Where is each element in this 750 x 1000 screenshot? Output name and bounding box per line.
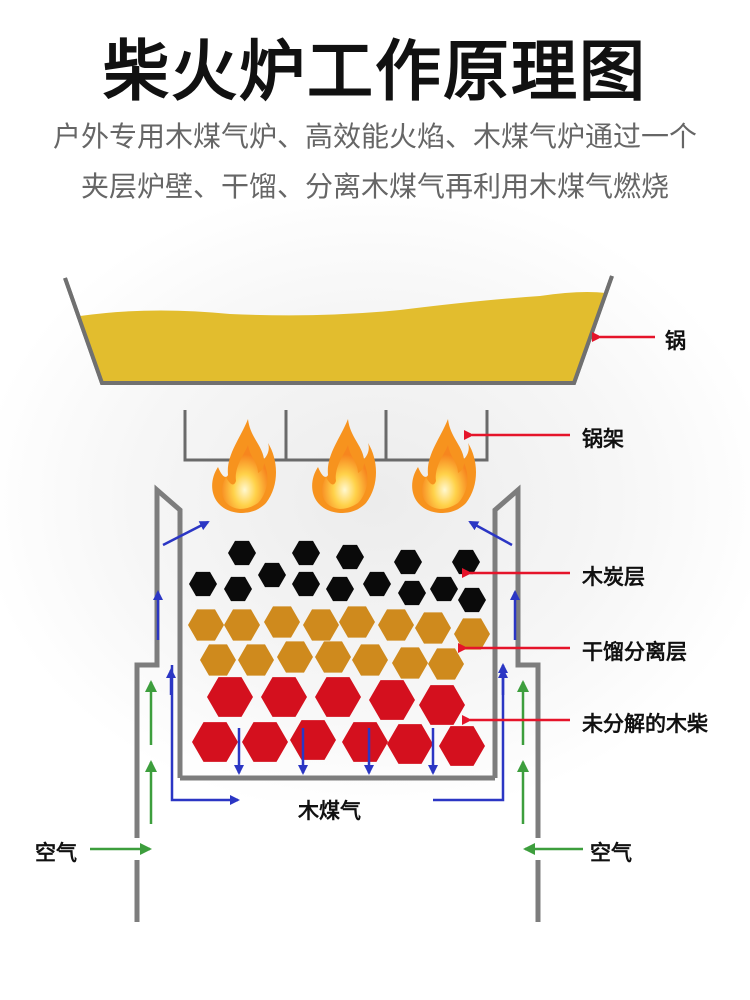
pot <box>63 275 614 385</box>
charcoal-piece <box>458 587 486 613</box>
label-pot-stand: 锅架 <box>582 427 624 451</box>
pyrolysis-piece <box>224 609 260 641</box>
charcoal-piece <box>394 549 422 575</box>
label-charcoal-layer: 木炭层 <box>582 565 645 589</box>
wood-gas-flow-arrows <box>153 520 520 805</box>
pyrolysis-piece <box>392 647 428 679</box>
pyrolysis-piece <box>339 606 375 638</box>
label-pyrolysis-layer: 干馏分离层 <box>582 640 687 664</box>
charcoal-piece <box>228 540 256 566</box>
label-air-left: 空气 <box>35 841 77 865</box>
raw-wood-piece <box>419 685 465 725</box>
gas-outlet-arrow-left <box>162 520 210 547</box>
label-raw-wood: 未分解的木柴 <box>582 712 708 736</box>
charcoal-piece <box>398 580 426 606</box>
raw-wood-piece <box>192 722 238 762</box>
charcoal-piece <box>452 549 480 575</box>
label-pot: 锅 <box>665 329 686 353</box>
pyrolysis-piece <box>188 609 224 641</box>
label-pointer-arrows <box>458 332 655 725</box>
raw-wood-piece <box>261 677 307 717</box>
air-flow-arrows <box>90 680 583 855</box>
raw-wood-piece <box>315 677 361 717</box>
pot-contents <box>80 292 606 381</box>
raw-wood-piece <box>242 722 288 762</box>
charcoal-piece <box>224 576 252 602</box>
pyrolysis-piece <box>238 644 274 676</box>
raw-wood-piece <box>439 726 485 766</box>
wood-gas-arrow-left <box>170 665 240 805</box>
raw-wood-piece <box>290 720 336 760</box>
charcoal-piece <box>363 571 391 597</box>
fuel-layers <box>188 540 490 766</box>
charcoal-piece <box>292 540 320 566</box>
charcoal-piece <box>326 576 354 602</box>
flame-icon <box>412 419 476 513</box>
gas-outlet-arrow-right <box>468 520 513 547</box>
pyrolysis-piece <box>454 618 490 650</box>
pyrolysis-piece <box>264 606 300 638</box>
flame-icon <box>212 419 276 513</box>
pyrolysis-piece <box>428 648 464 680</box>
wood-gas-arrow-right <box>433 663 508 802</box>
page-title: 柴火炉工作原理图 <box>103 33 647 110</box>
raw-wood-piece <box>342 722 388 762</box>
flames <box>212 419 476 513</box>
charcoal-piece <box>336 544 364 570</box>
charcoal-piece <box>430 576 458 602</box>
pyrolysis-piece <box>352 644 388 676</box>
pyrolysis-piece <box>303 609 339 641</box>
pyrolysis-piece <box>315 641 351 673</box>
pyrolysis-piece <box>415 612 451 644</box>
raw-wood-piece <box>207 677 253 717</box>
subtitle-line-2: 夹层炉壁、干馏、分离木煤气再利用木煤气燃烧 <box>80 170 669 203</box>
subtitle-line-1: 户外专用木煤气炉、高效能火焰、木煤气炉通过一个 <box>52 120 697 153</box>
label-wood-gas: 木煤气 <box>298 799 361 823</box>
raw-wood-piece <box>369 680 415 720</box>
charcoal-piece <box>189 571 217 597</box>
label-air-right: 空气 <box>590 841 632 865</box>
stove-walls <box>134 484 541 922</box>
charcoal-piece <box>258 562 286 588</box>
pyrolysis-piece <box>200 644 236 676</box>
pyrolysis-piece <box>378 609 414 641</box>
pyrolysis-piece <box>277 641 313 673</box>
raw-wood-piece <box>387 724 433 764</box>
charcoal-piece <box>292 571 320 597</box>
flame-icon <box>312 419 376 513</box>
